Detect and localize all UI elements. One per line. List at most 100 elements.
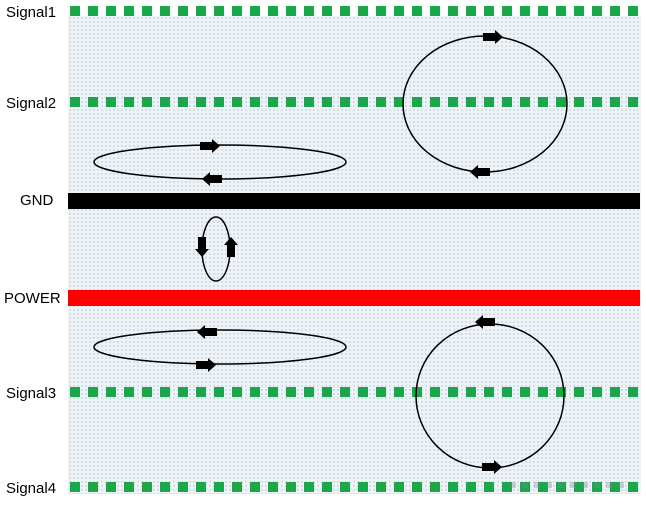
trace-segment xyxy=(538,482,548,492)
trace-segment xyxy=(592,97,602,107)
trace-segment xyxy=(250,6,260,16)
trace-segment xyxy=(466,482,476,492)
trace-segment xyxy=(592,387,602,397)
trace-segment xyxy=(610,6,620,16)
trace-segment xyxy=(574,97,584,107)
trace-segment xyxy=(322,387,332,397)
trace-segment xyxy=(412,97,422,107)
trace-segment xyxy=(124,482,134,492)
trace-segment xyxy=(610,97,620,107)
trace-segment xyxy=(250,97,260,107)
trace-segment xyxy=(178,482,188,492)
power-plane xyxy=(68,290,640,306)
trace-segment xyxy=(268,97,278,107)
trace-segment xyxy=(106,482,116,492)
trace-segment xyxy=(304,6,314,16)
trace-segment xyxy=(610,387,620,397)
trace-segment xyxy=(466,387,476,397)
trace-segment xyxy=(340,6,350,16)
trace-segment xyxy=(142,6,152,16)
label-signal2: Signal2 xyxy=(6,95,56,112)
trace-segment xyxy=(196,387,206,397)
trace-segment xyxy=(322,482,332,492)
trace-segment xyxy=(448,482,458,492)
label-signal3: Signal3 xyxy=(6,385,56,402)
trace-segment xyxy=(358,482,368,492)
arrow-left-icon xyxy=(197,325,217,339)
trace-segment xyxy=(232,482,242,492)
trace-segment xyxy=(358,387,368,397)
trace-segment xyxy=(268,6,278,16)
trace-segment xyxy=(178,387,188,397)
signal3-trace xyxy=(70,387,638,397)
trace-segment xyxy=(556,482,566,492)
trace-segment xyxy=(484,6,494,16)
trace-segment xyxy=(430,97,440,107)
trace-segment xyxy=(592,482,602,492)
trace-segment xyxy=(574,6,584,16)
trace-segment xyxy=(502,387,512,397)
signal1-trace xyxy=(70,6,638,16)
trace-segment xyxy=(520,482,530,492)
signal-traces xyxy=(70,6,638,492)
trace-segment xyxy=(124,97,134,107)
trace-segment xyxy=(502,482,512,492)
trace-segment xyxy=(358,97,368,107)
trace-segment xyxy=(538,387,548,397)
signal2-trace xyxy=(70,97,638,107)
direction-arrows xyxy=(195,30,503,474)
trace-segment xyxy=(160,387,170,397)
dielectric-region xyxy=(68,16,641,494)
trace-segment xyxy=(430,482,440,492)
trace-segment xyxy=(376,6,386,16)
trace-segment xyxy=(394,6,404,16)
trace-segment xyxy=(448,6,458,16)
trace-segment xyxy=(304,97,314,107)
arrow-right-icon xyxy=(482,460,502,474)
watermark-logo xyxy=(510,482,624,488)
trace-segment xyxy=(88,97,98,107)
trace-segment xyxy=(538,97,548,107)
trace-segment xyxy=(448,387,458,397)
trace-segment xyxy=(412,387,422,397)
arrow-left-icon xyxy=(470,165,490,179)
trace-segment xyxy=(610,482,620,492)
trace-segment xyxy=(484,97,494,107)
label-gnd: GND xyxy=(20,192,54,209)
trace-segment xyxy=(268,482,278,492)
trace-segment xyxy=(502,6,512,16)
label-signal1: Signal1 xyxy=(6,4,56,21)
trace-segment xyxy=(124,6,134,16)
trace-segment xyxy=(286,97,296,107)
trace-segment xyxy=(70,482,80,492)
trace-segment xyxy=(592,6,602,16)
arrow-right-icon xyxy=(200,139,220,153)
trace-segment xyxy=(250,482,260,492)
trace-segment xyxy=(160,97,170,107)
trace-segment xyxy=(430,6,440,16)
trace-segment xyxy=(394,387,404,397)
trace-segment xyxy=(88,6,98,16)
trace-segment xyxy=(178,97,188,107)
loop-power-signal3-ellipse xyxy=(93,329,347,365)
trace-segment xyxy=(286,482,296,492)
trace-segment xyxy=(196,482,206,492)
gnd-plane xyxy=(68,193,640,209)
trace-segment xyxy=(520,387,530,397)
trace-segment xyxy=(214,387,224,397)
trace-segment xyxy=(448,97,458,107)
trace-segment xyxy=(340,387,350,397)
trace-segment xyxy=(124,387,134,397)
trace-segment xyxy=(628,97,638,107)
trace-segment xyxy=(88,482,98,492)
arrow-right-icon xyxy=(196,358,216,372)
arrow-left-icon xyxy=(475,315,495,329)
trace-segment xyxy=(376,387,386,397)
trace-segment xyxy=(304,387,314,397)
trace-segment xyxy=(70,6,80,16)
trace-segment xyxy=(412,6,422,16)
trace-segment xyxy=(286,387,296,397)
trace-segment xyxy=(232,97,242,107)
